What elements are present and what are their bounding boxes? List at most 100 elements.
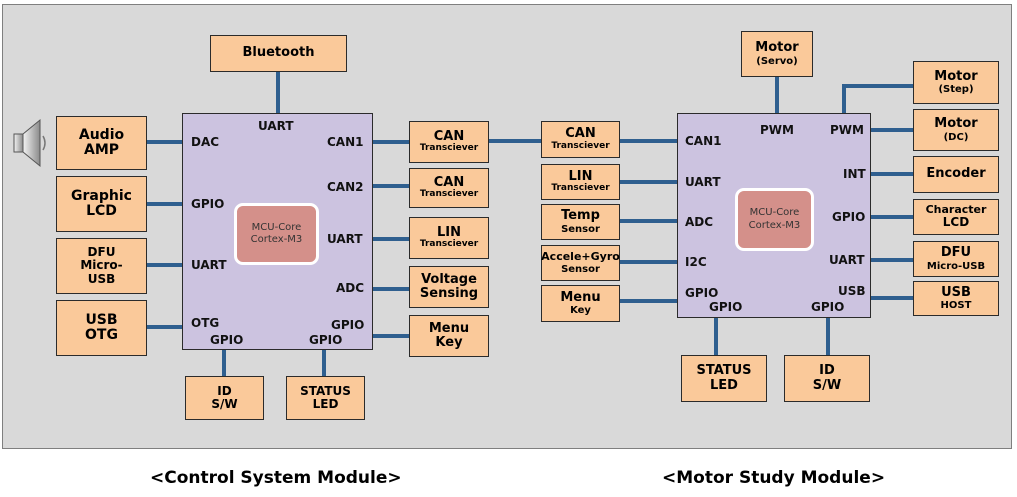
char-lcd-line2: LCD	[942, 215, 970, 230]
lin-transceiver-block: LIN Transciever	[409, 217, 489, 259]
can1-transceiver-block: CAN Transciever	[409, 121, 489, 163]
dfu-line1: DFU	[87, 245, 116, 260]
pin-usb: USB	[838, 284, 866, 298]
id-sw-line1: ID	[217, 383, 232, 398]
pin-gpio-left: GPIO	[685, 286, 719, 300]
motor-dc-line2: (DC)	[943, 131, 969, 143]
pin-gpio-bottom-left: GPIO	[210, 333, 244, 347]
dfu-r-line2: Micro-USB	[926, 260, 986, 272]
speaker-icon	[13, 118, 46, 168]
pin-adc: ADC	[685, 215, 714, 229]
motor-step-block: Motor (Step)	[913, 61, 999, 104]
lin-line2: Transciever	[419, 239, 479, 250]
motor-step-line1: Motor	[934, 68, 978, 84]
status-led-block-right: STATUS LED	[681, 355, 767, 402]
core-line2: Cortex-M3	[748, 219, 801, 231]
audio-amp-line2: AMP	[83, 142, 120, 158]
id-sw-line2: S/W	[211, 397, 238, 411]
voltage-line1: Voltage	[421, 271, 477, 287]
core-line2: Cortex-M3	[250, 234, 303, 245]
pin-pwm-right: PWM	[830, 123, 864, 137]
pin-pwm-left: PWM	[760, 123, 794, 137]
status-led-block-left: STATUS LED	[286, 376, 365, 420]
core-line1: MCU-Core	[749, 207, 800, 218]
pin-i2c: I2C	[685, 255, 707, 269]
pin-gpio-bottom-right: GPIO	[309, 333, 343, 347]
usb-otg-line1: USB	[85, 311, 118, 328]
lin-r-line2: Transciever	[551, 183, 610, 194]
motor-servo-block: Motor (Servo)	[741, 31, 813, 77]
pin-uart: UART	[685, 175, 721, 189]
can-r-line1: CAN	[565, 126, 596, 142]
menu-key-line1: Menu	[428, 320, 470, 336]
status-led-line2: LED	[312, 397, 339, 411]
core-line1: MCU-Core	[251, 221, 302, 233]
pin-uart-left: UART	[191, 258, 227, 272]
menu-key-r-line2: Key	[570, 305, 591, 317]
menu-key-block-left: Menu Key	[409, 315, 489, 357]
pin-gpio-right: GPIO	[331, 318, 365, 332]
pin-can1: CAN1	[685, 134, 722, 148]
usb-host-block: USB HOST	[913, 281, 999, 316]
dfu-r-line1: DFU	[940, 245, 972, 261]
pin-can2: CAN2	[327, 180, 364, 194]
mcu-core-motor: MCU-Core Cortex-M3	[735, 188, 814, 251]
usb-otg-block: USB OTG	[56, 300, 147, 356]
status-led-r-line1: STATUS	[696, 363, 752, 379]
accel-line2: Sensor	[561, 263, 600, 275]
lin-r-line1: LIN	[568, 168, 593, 184]
pin-gpio-left: GPIO	[191, 197, 225, 211]
menu-key-line2: Key	[435, 335, 463, 350]
pin-can1: CAN1	[327, 135, 364, 149]
audio-amp-block: Audio AMP	[56, 116, 147, 170]
pin-gpio-bottom-left: GPIO	[709, 300, 743, 314]
encoder-block: Encoder	[913, 156, 999, 193]
lin-transceiver-block-right: LIN Transciever	[541, 164, 620, 200]
pin-uart-right: UART	[327, 232, 363, 246]
can1-line1: CAN	[433, 128, 465, 144]
dfu-line2: Micro-	[80, 258, 123, 273]
caption-control-system: <Control System Module>	[150, 468, 402, 488]
pin-otg: OTG	[191, 316, 220, 330]
can2-line1: CAN	[433, 174, 465, 190]
caption-motor-study: <Motor Study Module>	[662, 468, 886, 488]
motor-dc-block: Motor (DC)	[913, 109, 999, 151]
accel-line1: Accele+Gyro	[541, 250, 620, 264]
menu-key-r-line1: Menu	[560, 289, 601, 305]
can1-line2: Transciever	[419, 143, 479, 154]
graphic-lcd-block: Graphic LCD	[56, 176, 147, 232]
id-sw-r-line1: ID	[819, 363, 835, 379]
pin-adc: ADC	[336, 281, 365, 295]
temp-line2: Sensor	[561, 223, 600, 235]
status-led-line1: STATUS	[300, 383, 351, 398]
pin-uart-top: UART	[258, 119, 294, 133]
temp-line1: Temp	[561, 208, 600, 224]
motor-step-line2: (Step)	[938, 84, 974, 96]
can-transceiver-block-right: CAN Transciever	[541, 121, 620, 158]
encoder-label: Encoder	[926, 166, 986, 182]
dfu-line3: USB	[87, 271, 116, 286]
usb-host-line2: HOST	[940, 300, 972, 312]
accel-gyro-sensor-block: Accele+Gyro Sensor	[541, 245, 620, 281]
can2-line2: Transciever	[419, 189, 479, 200]
dfu-micro-usb-block: DFU Micro-USB	[913, 241, 999, 277]
can-r-line2: Transciever	[551, 140, 610, 151]
dfu-block: DFU Micro- USB	[56, 238, 147, 294]
id-sw-block-right: ID S/W	[784, 355, 870, 402]
pin-gpio-right: GPIO	[832, 210, 866, 224]
pin-int: INT	[843, 167, 866, 181]
status-led-r-line2: LED	[710, 377, 738, 393]
character-lcd-block: Character LCD	[913, 199, 999, 235]
motor-servo-line2: (Servo)	[756, 55, 798, 67]
can2-transceiver-block: CAN Transciever	[409, 168, 489, 208]
usb-host-line1: USB	[941, 284, 971, 300]
bluetooth-block: Bluetooth	[210, 35, 347, 72]
usb-otg-line2: OTG	[85, 327, 118, 343]
graphic-lcd-line1: Graphic	[71, 187, 132, 204]
id-sw-r-line2: S/W	[812, 377, 842, 393]
voltage-sensing-block: Voltage Sensing	[409, 266, 489, 308]
menu-key-block-right: Menu Key	[541, 285, 620, 322]
temp-sensor-block: Temp Sensor	[541, 204, 620, 240]
audio-amp-line1: Audio	[78, 126, 125, 143]
